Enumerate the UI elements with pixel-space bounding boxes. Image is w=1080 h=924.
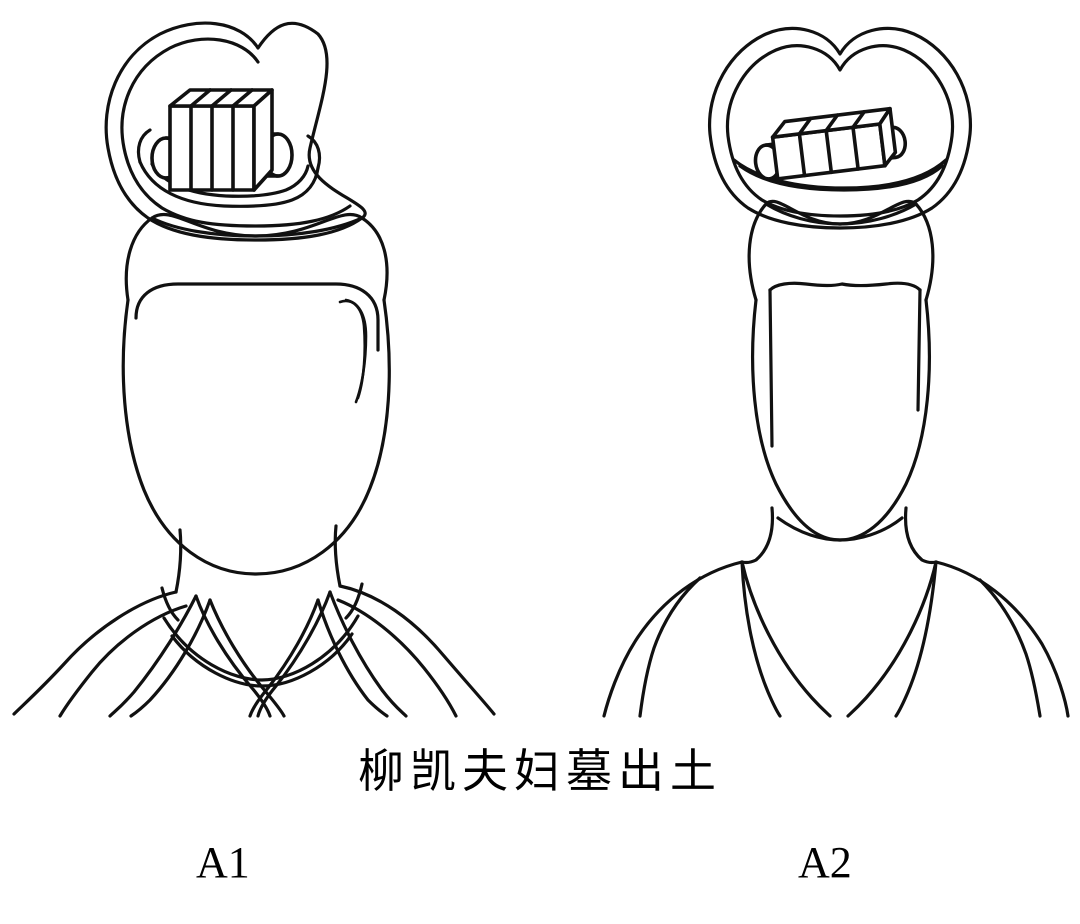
a2-crown-outer (707, 26, 973, 230)
a1-block-ornament (150, 88, 294, 192)
a2-bangs-right-edge (916, 288, 922, 412)
a1-crown-outer (104, 21, 367, 242)
figure-a2 (602, 26, 1070, 718)
a1-neck (174, 524, 342, 594)
a1-robe (12, 584, 496, 718)
a2-hairline-bangs (768, 281, 922, 292)
a2-crown-inner (725, 44, 955, 218)
a1-collar-opening (160, 582, 364, 622)
figure-label-a1: A1 (196, 838, 250, 887)
figure-a1 (12, 21, 496, 718)
a2-block-ornament (753, 106, 908, 181)
a1-crown-inner (120, 37, 352, 228)
a1-face-outline (121, 298, 391, 576)
figure-label-a2: A2 (798, 838, 852, 887)
a1-ear (338, 298, 368, 404)
a2-robe (602, 560, 1070, 718)
a2-crown-base-join (764, 202, 918, 226)
a1-crown-base-join (150, 216, 364, 238)
a2-neck (740, 506, 938, 565)
a1-inner-collar (162, 614, 360, 688)
a1-hairline (134, 282, 380, 352)
main-caption: 柳凯夫妇墓出土 (358, 744, 722, 798)
a2-face-outline (751, 298, 931, 542)
a2-bangs-left-edge (768, 288, 774, 448)
